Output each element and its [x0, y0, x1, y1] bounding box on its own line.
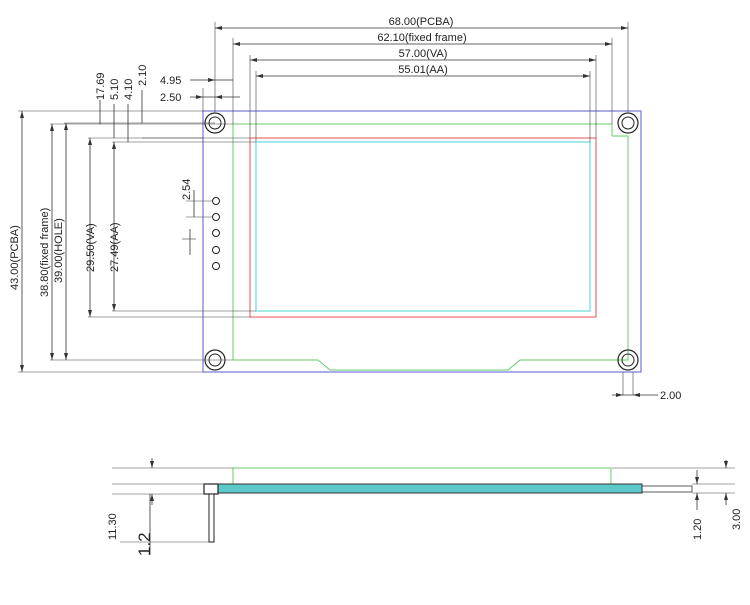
side-glass	[209, 483, 643, 494]
dim-4-95: 4.95	[160, 75, 181, 87]
va-outline	[249, 137, 597, 318]
dim-1-20-glass: 1.20	[692, 519, 704, 540]
top-view: 68.00(PCBA) 62.10(fixed frame) 57.00(VA)…	[9, 16, 681, 402]
dim-3-00-total: 3.00	[731, 509, 743, 530]
dim-11-30: 11.30	[107, 513, 119, 540]
dim-2-00-hole: 2.00	[660, 390, 681, 402]
aa-outline	[255, 141, 591, 312]
horizontal-dimensions	[190, 22, 629, 142]
side-view: 1.20 3.00 11.30 1.2	[107, 458, 743, 556]
side-frame	[232, 467, 612, 485]
pcba-outline	[202, 110, 642, 373]
mounting-hole-top-right	[617, 112, 639, 134]
dim-27-49-aa: 27.49(AA)	[109, 222, 121, 272]
dim-5-10: 5.10	[109, 79, 121, 100]
connector-pins	[212, 197, 220, 270]
side-pcb	[641, 485, 693, 493]
dim-57-va: 57.00(VA)	[399, 48, 448, 60]
dim-62-fixed-frame: 62.10(fixed frame)	[377, 32, 466, 44]
dim-29-50-va: 29.50(VA)	[85, 223, 97, 272]
dim-39-hole: 39.00(HOLE)	[53, 218, 65, 283]
dim-17-69: 17.69	[95, 72, 107, 100]
dim-4-10: 4.10	[123, 79, 135, 100]
dim-1-2-pin: 1.2	[135, 532, 154, 556]
dim-2-10: 2.10	[137, 65, 149, 86]
side-pin-header	[203, 483, 219, 495]
side-pin	[208, 493, 215, 543]
dim-2-54-pin-pitch: 2.54	[181, 179, 193, 200]
dim-68-pcba: 68.00(PCBA)	[389, 16, 454, 28]
hole-diameter-leader	[612, 372, 658, 397]
dim-38-80-fixed-frame: 38.80(fixed frame)	[39, 208, 51, 297]
dim-2-50: 2.50	[160, 92, 181, 104]
vertical-dimensions	[18, 90, 256, 373]
fixed-frame-outline	[232, 123, 629, 371]
dim-55-aa: 55.01(AA)	[398, 64, 448, 76]
dim-43-pcba: 43.00(PCBA)	[9, 225, 21, 290]
mounting-hole-bottom-right	[617, 349, 639, 371]
